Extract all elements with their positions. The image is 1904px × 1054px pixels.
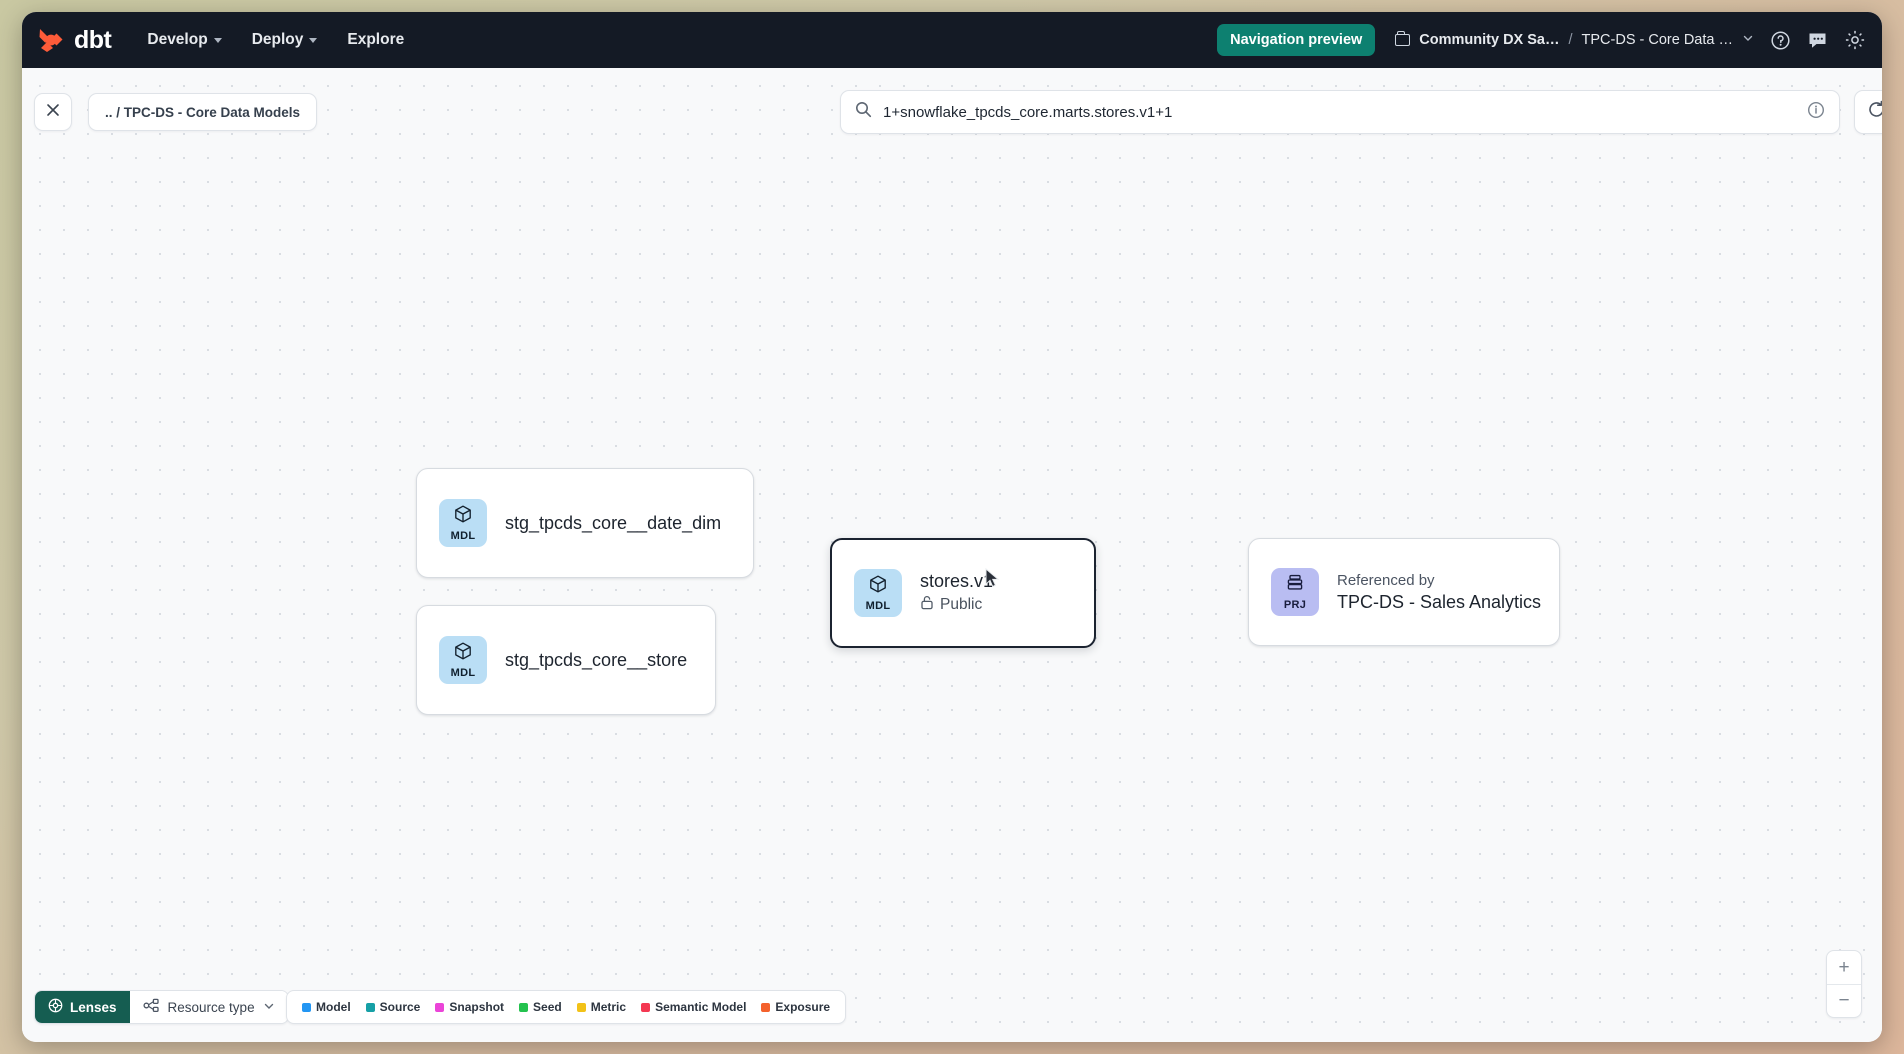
legend-item-model: Model (302, 1000, 351, 1014)
nav-item-deploy[interactable]: Deploy (250, 25, 320, 55)
legend-item-metric: Metric (577, 1000, 626, 1014)
legend-label: Seed (533, 1000, 562, 1014)
top-navigation-bar: dbt Develop Deploy Explore Navigation pr… (22, 12, 1882, 68)
resource-type-label: Resource type (168, 1000, 255, 1015)
breadcrumb: Community DX Sa… / TPC-DS - Core Data … (1395, 32, 1754, 48)
legend-item-exposure: Exposure (761, 1000, 830, 1014)
cube-icon (868, 574, 888, 599)
node-badge-label: PRJ (1284, 599, 1306, 611)
nav-item-explore[interactable]: Explore (345, 25, 406, 55)
graph-canvas[interactable]: .. / TPC-DS - Core Data Models MDL (22, 68, 1882, 1042)
graph-search-bar[interactable] (840, 90, 1840, 134)
legend-label: Semantic Model (655, 1000, 746, 1014)
navigation-preview-button[interactable]: Navigation preview (1217, 24, 1375, 56)
legend-label: Metric (591, 1000, 626, 1014)
node-title: stg_tpcds_core__store (505, 650, 687, 671)
nav-item-develop-label: Develop (147, 31, 207, 49)
cube-icon (453, 504, 473, 529)
nav-item-explore-label: Explore (347, 31, 404, 49)
node-text: stores.v1 Public (920, 571, 993, 615)
lenses-toolbar: Lenses Resource type (34, 990, 289, 1024)
nav-item-deploy-label: Deploy (252, 31, 304, 49)
graph-node-stg-date-dim[interactable]: MDL stg_tpcds_core__date_dim (416, 468, 754, 578)
app-window: dbt Develop Deploy Explore Navigation pr… (22, 12, 1882, 1042)
nav-item-develop[interactable]: Develop (145, 25, 223, 55)
legend-swatch (577, 1003, 586, 1012)
node-text: stg_tpcds_core__store (505, 650, 687, 671)
node-badge-prj: PRJ (1271, 568, 1319, 616)
resource-type-legend: Model Source Snapshot Seed Metric Semant… (286, 990, 846, 1024)
zoom-controls: + − (1826, 950, 1862, 1018)
node-badge-mdl: MDL (439, 499, 487, 547)
legend-item-seed: Seed (519, 1000, 562, 1014)
chevron-down-icon (309, 38, 317, 43)
graph-node-sales-analytics[interactable]: PRJ Referenced by TPC-DS - Sales Analyti… (1248, 538, 1560, 646)
feedback-icon[interactable] (1807, 30, 1828, 51)
node-title: TPC-DS - Sales Analytics (1337, 592, 1541, 613)
node-access-status: Public (920, 595, 993, 615)
refresh-button[interactable] (1854, 90, 1882, 134)
close-button[interactable] (34, 93, 72, 131)
legend-label: Exposure (775, 1000, 830, 1014)
zoom-in-button[interactable]: + (1827, 951, 1861, 984)
breadcrumb-chip[interactable]: .. / TPC-DS - Core Data Models (88, 93, 317, 131)
nodes-icon (143, 998, 160, 1016)
lens-icon (48, 998, 63, 1016)
node-text: stg_tpcds_core__date_dim (505, 513, 721, 534)
node-badge-mdl: MDL (439, 636, 487, 684)
info-icon[interactable] (1807, 101, 1825, 124)
zoom-out-button[interactable]: − (1827, 984, 1861, 1017)
breadcrumb-project[interactable]: TPC-DS - Core Data … (1582, 32, 1733, 48)
legend-swatch (519, 1003, 528, 1012)
graph-edges (22, 68, 322, 218)
lenses-button[interactable]: Lenses (35, 991, 130, 1023)
legend-swatch (302, 1003, 311, 1012)
legend-label: Model (316, 1000, 351, 1014)
legend-item-source: Source (366, 1000, 421, 1014)
dbt-logo[interactable]: dbt (36, 26, 111, 55)
search-input[interactable] (883, 104, 1796, 121)
legend-label: Source (380, 1000, 421, 1014)
unlock-icon (920, 595, 934, 615)
legend-swatch (435, 1003, 444, 1012)
node-text: Referenced by TPC-DS - Sales Analytics (1337, 572, 1541, 613)
legend-label: Snapshot (449, 1000, 504, 1014)
refresh-icon (1867, 100, 1883, 124)
node-access-label: Public (940, 596, 982, 614)
node-title: stores.v1 (920, 571, 993, 592)
legend-item-snapshot: Snapshot (435, 1000, 504, 1014)
chevron-down-icon[interactable] (1742, 32, 1754, 48)
breadcrumb-separator: / (1568, 32, 1572, 48)
node-badge-mdl: MDL (854, 569, 902, 617)
chevron-down-icon (263, 1000, 275, 1015)
dbt-logo-icon (36, 26, 66, 54)
lenses-label: Lenses (70, 1000, 117, 1015)
node-badge-label: MDL (451, 530, 476, 542)
project-icon (1285, 573, 1305, 598)
node-badge-label: MDL (866, 600, 891, 612)
close-icon (45, 102, 61, 123)
resource-type-button[interactable]: Resource type (130, 991, 288, 1023)
cube-icon (453, 641, 473, 666)
gear-icon[interactable] (1844, 29, 1866, 51)
search-icon (855, 101, 872, 123)
legend-swatch (366, 1003, 375, 1012)
graph-node-stores-v1[interactable]: MDL stores.v1 Public (830, 538, 1096, 648)
legend-item-semantic-model: Semantic Model (641, 1000, 746, 1014)
node-title: stg_tpcds_core__date_dim (505, 513, 721, 534)
node-kicker: Referenced by (1337, 572, 1541, 589)
help-icon[interactable] (1770, 30, 1791, 51)
legend-swatch (761, 1003, 770, 1012)
breadcrumb-account[interactable]: Community DX Sa… (1419, 32, 1559, 48)
chevron-down-icon (214, 38, 222, 43)
legend-swatch (641, 1003, 650, 1012)
folder-icon (1395, 34, 1410, 46)
node-badge-label: MDL (451, 667, 476, 679)
brand-name: dbt (74, 26, 111, 55)
graph-node-stg-store[interactable]: MDL stg_tpcds_core__store (416, 605, 716, 715)
